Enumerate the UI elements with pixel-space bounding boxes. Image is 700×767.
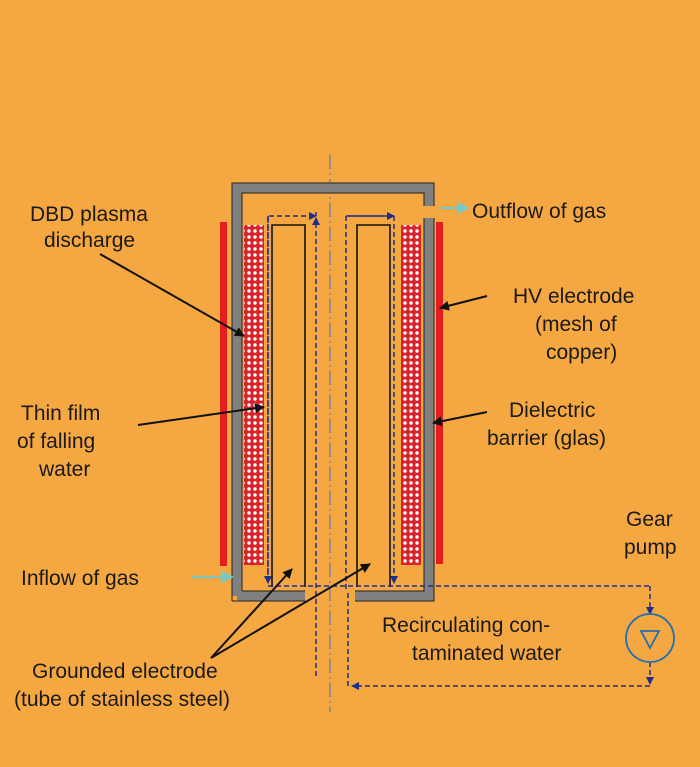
plasma-zone-left: [244, 225, 264, 565]
grounded-tube-right: [356, 224, 391, 587]
label-grounded-electrode-line2: (tube of stainless steel): [14, 688, 230, 711]
flow-paths: [264, 212, 654, 690]
label-hv-electrode-line2: (mesh of: [535, 313, 617, 336]
hv-electrode-right: [436, 222, 443, 564]
gear-pump-symbol: [625, 613, 675, 663]
label-inflow-gas: Inflow of gas: [21, 567, 139, 590]
label-dielectric-line1: Dielectric: [509, 399, 595, 422]
label-thin-film-line1: Thin film: [21, 402, 100, 425]
outer-housing-outline: [231, 182, 435, 602]
grounded-tube-left: [271, 224, 306, 587]
label-outflow-gas: Outflow of gas: [472, 200, 606, 223]
hv-electrode-left: [220, 222, 227, 566]
label-recirculating-line2: taminated water: [412, 642, 561, 665]
label-dbd-plasma-line1: DBD plasma: [30, 203, 148, 226]
label-gear-pump-line1: Gear: [626, 508, 673, 531]
label-recirculating-line1: Recirculating con-: [382, 614, 550, 637]
label-dbd-plasma-line2: discharge: [44, 229, 135, 252]
label-gear-pump-line2: pump: [624, 536, 677, 559]
label-grounded-electrode-line1: Grounded electrode: [32, 660, 218, 683]
pointer-arrows: [99, 253, 488, 659]
label-thin-film-line2: of falling: [17, 430, 95, 453]
outer-housing: [232, 183, 434, 601]
label-hv-electrode-line1: HV electrode: [513, 285, 634, 308]
plasma-zone-right: [401, 225, 421, 565]
label-hv-electrode-line3: copper): [546, 341, 617, 364]
label-thin-film-line3: water: [38, 458, 90, 481]
gear-pump-triangle: [639, 630, 661, 650]
label-dielectric-line2: barrier (glas): [487, 427, 606, 450]
